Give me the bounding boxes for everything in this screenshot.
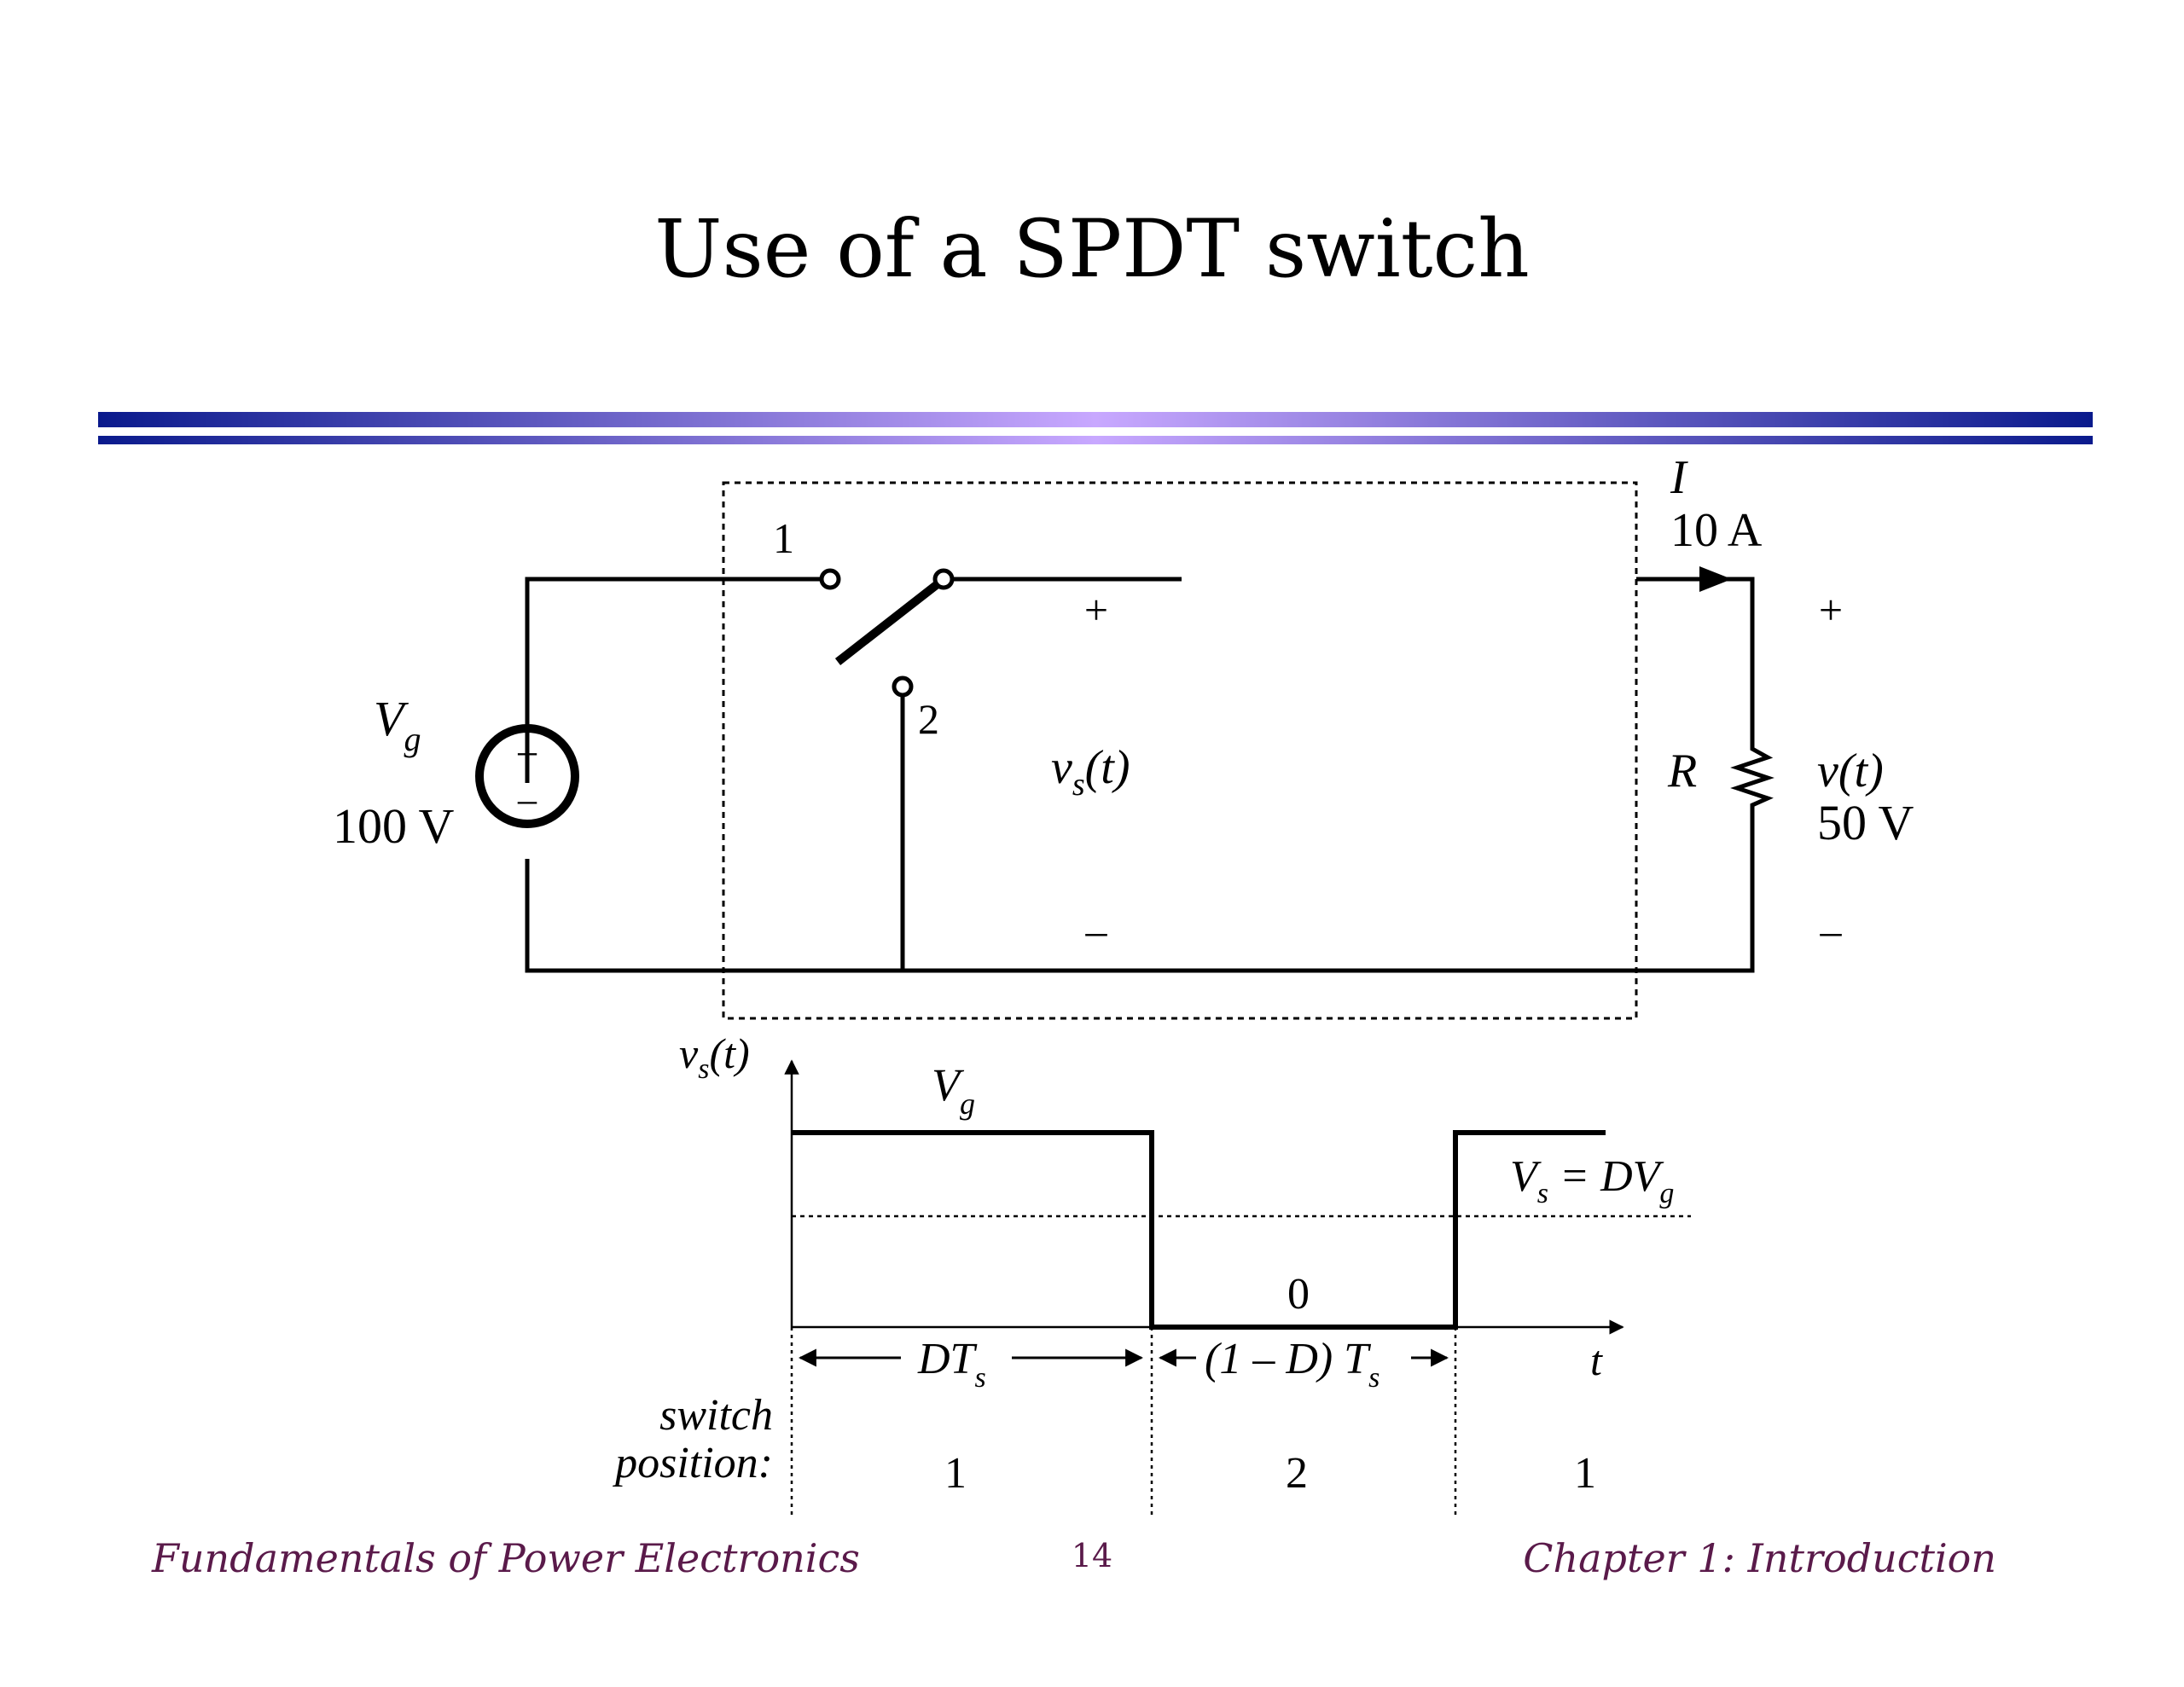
wire-bottom [525,812,1755,973]
source-value: 100 V [333,798,454,854]
wire-to-resistor [1715,577,1755,742]
switch-pos2-label: 2 [918,695,939,743]
current-value: 10 A [1670,504,1763,557]
switch-position-2: 2 [1286,1449,1308,1498]
switch-blade [834,580,942,665]
interval1-label: DTs [917,1335,986,1394]
header-bar-thick [98,412,2093,427]
switch-position-label-2: position: [612,1439,773,1487]
zero-level-label: 0 [1287,1270,1310,1319]
waveform-trace [792,1130,1606,1330]
high-level-label: Vg [932,1059,975,1121]
vs-label: vs(t) [1051,741,1130,803]
header-bar-thin [98,436,2093,444]
footer-chapter: Chapter 1: Introduction [1523,1535,1996,1581]
interval2-label: (1 – D) Ts [1205,1335,1380,1394]
switch-position-label-1: switch [659,1391,773,1440]
switch-position-3: 1 [1574,1449,1596,1498]
switch-pos1-label: 1 [773,514,794,562]
circuit [475,481,1774,1020]
page-number: 14 [1071,1537,1113,1574]
footer-book-title: Fundamentals of Power Electronics [152,1535,860,1581]
out-value: 50 V [1817,795,1914,850]
switch-terminal-2 [892,675,914,698]
switch-network-box [722,481,1638,1020]
out-plus: + [1819,586,1843,634]
source-symbol: Vg [374,691,421,758]
t-axis-label: t [1590,1336,1603,1384]
switch-position-1: 1 [944,1449,967,1498]
current-symbol: I [1670,451,1688,504]
voltage-source [475,724,579,828]
source-plus: + [515,732,538,777]
current-arrow [1699,566,1732,592]
slide-title: Use of a SPDT switch [654,203,1530,296]
wire-top-left [525,577,821,783]
y-axis-label: vs(t) [679,1029,750,1085]
out-label: v(t) [1817,745,1884,797]
average-label: Vs = DVg [1510,1152,1674,1209]
source-minus: – [517,779,537,820]
resistor [1730,742,1774,812]
resistor-label: R [1667,745,1697,797]
waveform [784,1059,1691,1515]
vs-minus: – [1085,907,1108,954]
vs-plus: + [1084,586,1108,634]
out-minus: – [1820,907,1843,954]
switch-terminal-1 [819,568,841,590]
